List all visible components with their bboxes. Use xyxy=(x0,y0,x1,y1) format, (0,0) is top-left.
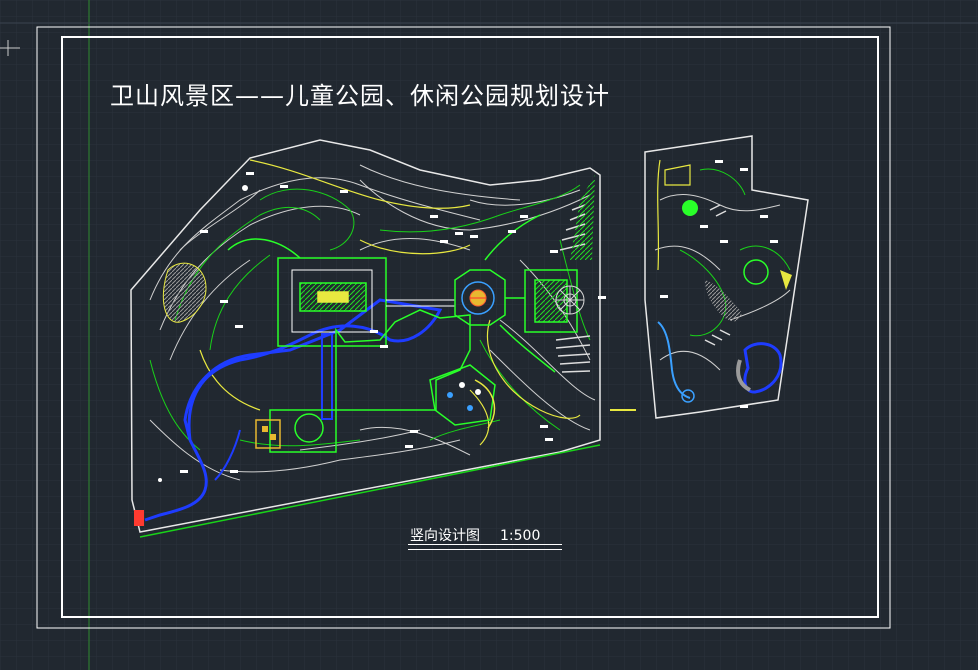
leisure-yellow-feature xyxy=(780,270,792,290)
tree-marker xyxy=(242,185,248,191)
leisure-elevation-labels xyxy=(660,160,778,408)
stream-water-secondary xyxy=(214,429,241,481)
sheet-outer-border xyxy=(36,26,891,629)
elevation-labels xyxy=(180,172,606,473)
east-plaza xyxy=(505,269,578,333)
leisure-pond-shore xyxy=(736,359,752,392)
leisure-green-mound xyxy=(682,200,698,216)
central-plaza xyxy=(277,257,471,420)
round-plaza xyxy=(454,269,506,326)
radial-plaza xyxy=(555,285,585,315)
caption-underline xyxy=(408,544,562,550)
drawing-caption: 竖向设计图 1:500 xyxy=(410,525,540,545)
rock-hill-west xyxy=(162,262,207,323)
play-area xyxy=(429,364,496,429)
leisure-park-boundary xyxy=(644,135,809,419)
leisure-pond xyxy=(743,342,783,394)
stream-outlet-feature xyxy=(134,510,144,526)
drawing-title: 卫山风景区——儿童公园、休闲公园规划设计 xyxy=(110,82,610,110)
contour-lines-yellow xyxy=(199,159,581,446)
park-paths xyxy=(227,214,556,373)
leisure-round-plaza xyxy=(743,259,769,285)
sw-plaza xyxy=(255,409,337,453)
park-boundary xyxy=(130,139,601,533)
east-green-strip xyxy=(570,175,595,260)
main-park-plan[interactable] xyxy=(130,139,636,538)
leisure-steps xyxy=(704,204,731,346)
leisure-rock-hill xyxy=(705,280,742,322)
leisure-contours-yellow xyxy=(657,159,691,271)
sheet-inner-border xyxy=(61,36,879,618)
tree-marker xyxy=(158,478,162,482)
boundary-edge-road xyxy=(139,444,601,538)
scale-label: 1:500 xyxy=(500,528,541,544)
leisure-fountain xyxy=(681,389,695,403)
stream-water xyxy=(144,439,208,522)
leisure-park-plan[interactable] xyxy=(644,135,809,419)
caption-label: 竖向设计图 xyxy=(410,528,480,544)
